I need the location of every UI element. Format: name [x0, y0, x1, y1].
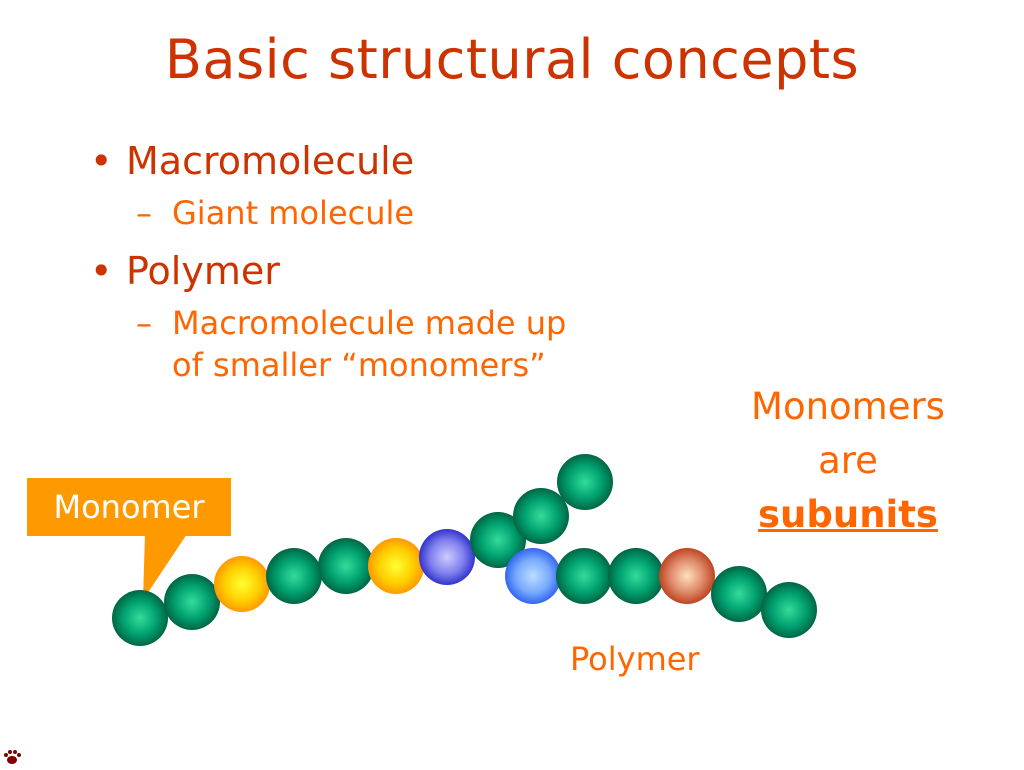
- sub-bullet-giant-molecule: – Giant molecule: [90, 192, 650, 234]
- monomer-light-blue-11: [505, 548, 561, 604]
- monomer-yellow-3: [214, 556, 270, 612]
- monomer-green-1: [112, 590, 168, 646]
- monomer-yellow-6: [368, 538, 424, 594]
- dash-marker: –: [136, 304, 152, 342]
- bullet-marker: •: [90, 249, 113, 293]
- sub-bullet-text-line2: of smaller “monomers”: [172, 346, 546, 384]
- monomer-green-9: [513, 488, 569, 544]
- bullet-list: • Macromolecule – Giant molecule • Polym…: [90, 138, 650, 400]
- monomer-red-14: [659, 548, 715, 604]
- sub-bullet-text: Giant molecule: [172, 194, 415, 232]
- monomer-green-15: [711, 566, 767, 622]
- side-note-line1: Monomers: [751, 385, 945, 428]
- side-note: Monomers are subunits: [728, 380, 968, 542]
- bullet-term: Macromolecule: [126, 139, 415, 183]
- side-note-emphasis: subunits: [758, 493, 938, 536]
- dash-marker: –: [136, 194, 152, 232]
- bullet-marker: •: [90, 139, 113, 183]
- monomer-green-12: [556, 548, 612, 604]
- monomer-green-13: [608, 548, 664, 604]
- monomer-green-10: [557, 454, 613, 510]
- bullet-macromolecule: • Macromolecule: [90, 138, 650, 184]
- monomer-blue-7: [419, 529, 475, 585]
- bullet-polymer: • Polymer: [90, 248, 650, 294]
- monomer-green-5: [318, 538, 374, 594]
- paw-icon: [2, 748, 22, 770]
- monomer-green-2: [164, 574, 220, 630]
- monomer-green-8: [470, 512, 526, 568]
- polymer-label: Polymer: [570, 640, 700, 678]
- slide-title: Basic structural concepts: [164, 28, 860, 91]
- monomer-green-4: [266, 548, 322, 604]
- sub-bullet-polymer-definition: – Macromolecule made up of smaller “mono…: [90, 302, 650, 386]
- monomer-green-16: [761, 582, 817, 638]
- sub-bullet-text-line1: Macromolecule made up: [172, 304, 567, 342]
- side-note-line2: are: [818, 439, 878, 482]
- monomer-callout: Monomer: [27, 478, 231, 536]
- bullet-term: Polymer: [126, 249, 280, 293]
